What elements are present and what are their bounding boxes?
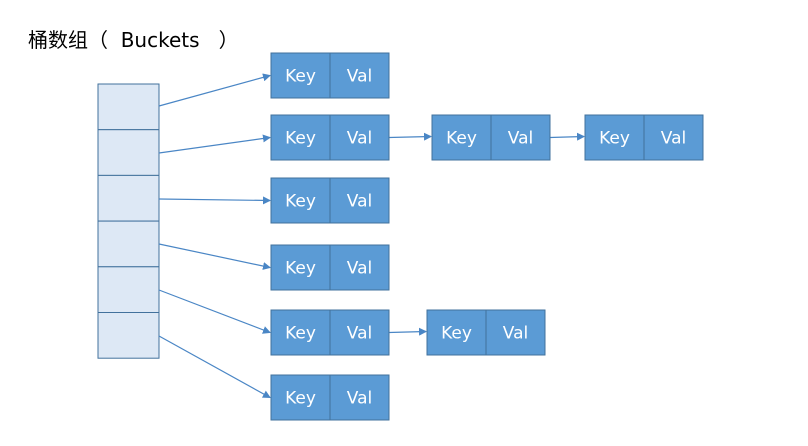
bucket-slot: [97, 312, 160, 359]
node-val-cell: [643, 114, 704, 161]
node-key-label: Key: [599, 129, 630, 149]
node-val-cell: [329, 52, 390, 99]
node-val-label: Val: [347, 129, 372, 149]
node-key-label: Key: [285, 324, 316, 344]
chain-next-arrow: [388, 327, 427, 336]
node-key-cell: [426, 309, 487, 356]
node-val-label: Val: [347, 192, 372, 212]
node-val-cell: [329, 114, 390, 161]
bucket-slot: [97, 174, 160, 222]
node-key-cell: [431, 114, 492, 161]
node-val-cell: [485, 309, 546, 356]
node-val-cell: [329, 244, 390, 291]
node-val-cell: [329, 309, 390, 356]
bucket-pointer-arrow: [158, 196, 271, 205]
node-key-cell: [584, 114, 645, 161]
node-val-label: Val: [661, 129, 686, 149]
node-val-label: Val: [347, 324, 372, 344]
chain-next-arrow: [549, 132, 585, 141]
node-key-label: Key: [285, 129, 316, 149]
node-key-cell: [270, 244, 331, 291]
node-key-cell: [270, 177, 331, 224]
bucket-slot: [97, 220, 160, 268]
bucket-pointer-arrow: [158, 134, 271, 154]
node-val-cell: [329, 374, 390, 421]
node-val-label: Val: [347, 389, 372, 409]
bucket-slot: [97, 129, 160, 176]
node-key-label: Key: [446, 129, 477, 149]
node-key-label: Key: [285, 192, 316, 212]
node-val-cell: [490, 114, 551, 161]
node-val-cell: [329, 177, 390, 224]
bucket-pointer-arrow: [158, 289, 271, 334]
bucket-slot: [97, 266, 160, 313]
bucket-pointer-arrow: [158, 335, 271, 399]
bucket-links: [158, 73, 585, 399]
node-val-label: Val: [503, 324, 528, 344]
node-key-cell: [270, 374, 331, 421]
node-key-label: Key: [285, 389, 316, 409]
node-val-label: Val: [347, 259, 372, 279]
node-val-label: Val: [508, 129, 533, 149]
diagram-title: 桶数组（ Buckets ）: [28, 28, 239, 52]
bucket-pointer-arrow: [158, 73, 271, 107]
chain-next-arrow: [388, 132, 432, 141]
bucket-slot: [97, 83, 160, 131]
bucket-pointer-arrow: [158, 243, 271, 270]
node-key-cell: [270, 309, 331, 356]
node-key-label: Key: [441, 324, 472, 344]
node-val-label: Val: [347, 67, 372, 87]
node-key-label: Key: [285, 259, 316, 279]
bucket-array: [97, 83, 160, 359]
node-key-label: Key: [285, 67, 316, 87]
